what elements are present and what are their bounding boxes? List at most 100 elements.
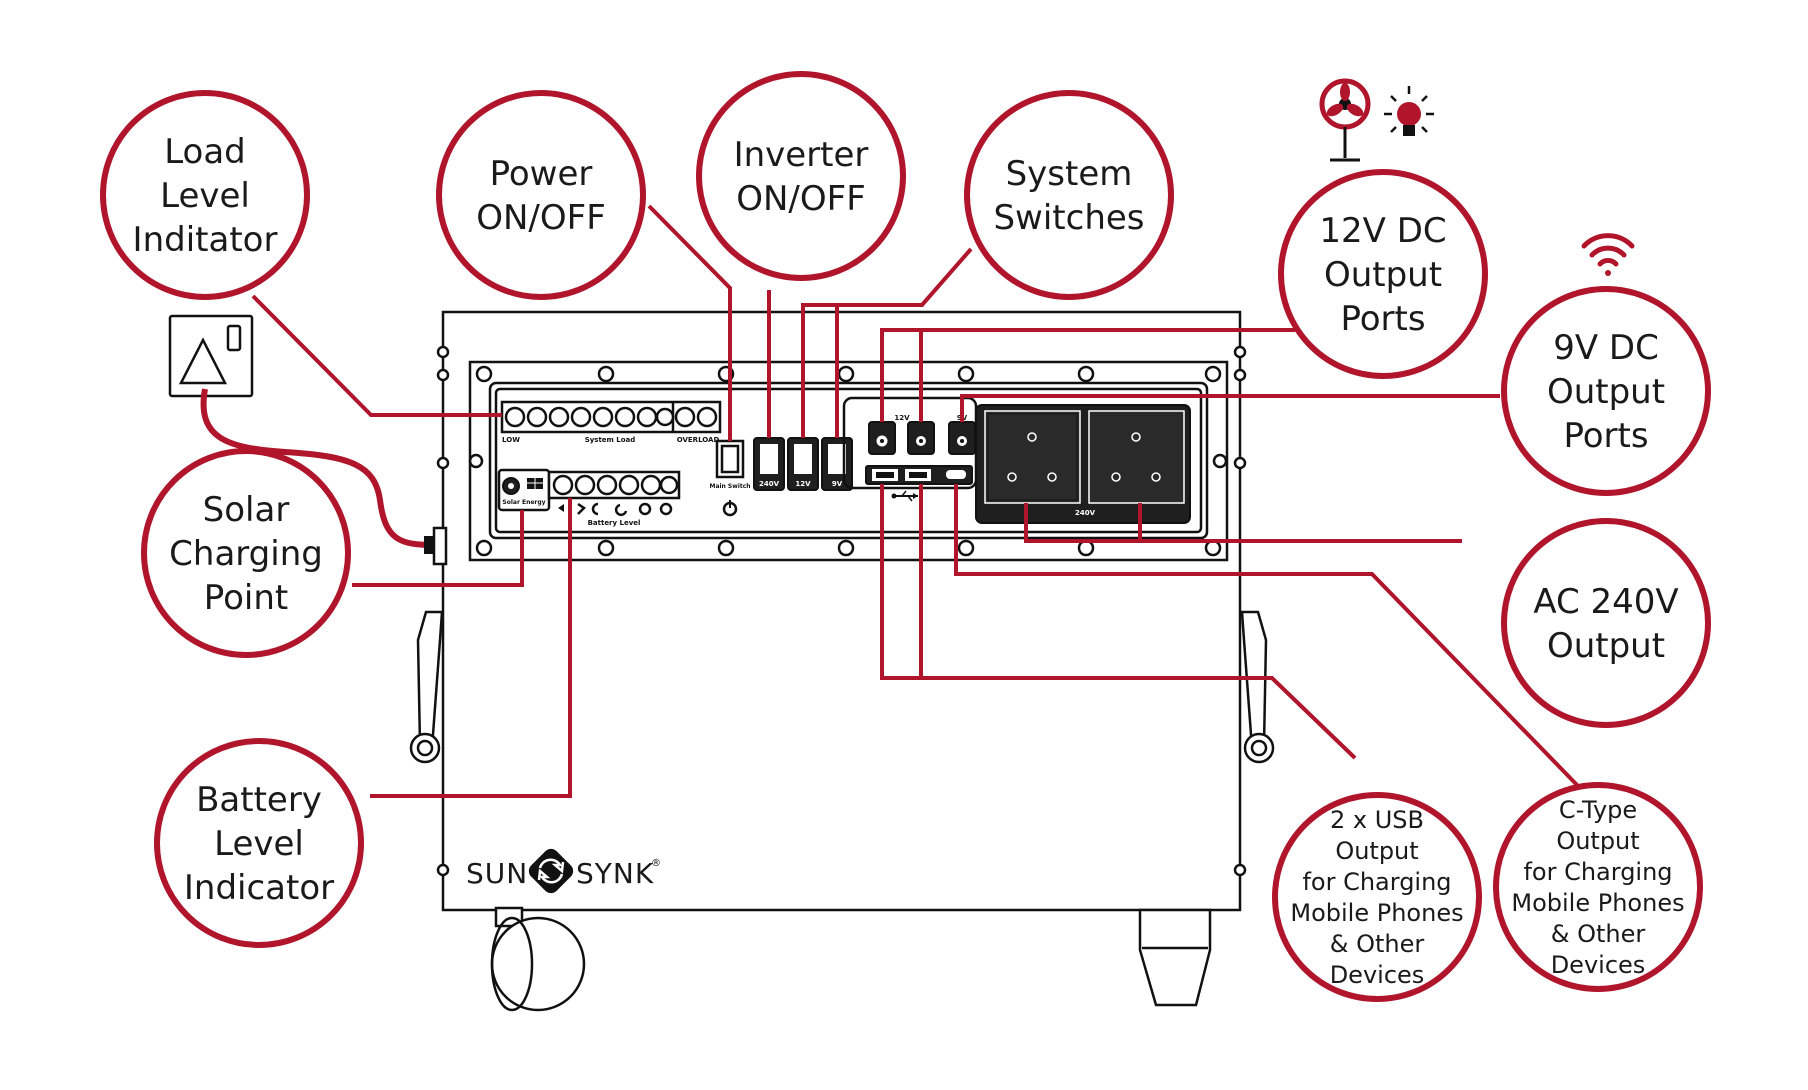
callout-text-line: 12V DC	[1319, 211, 1446, 251]
ac-240v-sockets[interactable]: 240V	[975, 404, 1191, 524]
charging-cable	[200, 388, 435, 548]
callout-text-line: 9V DC	[1553, 328, 1659, 368]
callout-text-line: 2 x USB	[1330, 806, 1424, 834]
right-foot	[1138, 908, 1212, 1007]
leader-lines	[251, 204, 1580, 798]
callout-ring	[1493, 782, 1703, 992]
callout-text-line: Load	[164, 132, 246, 172]
usb-icon	[891, 490, 918, 502]
lead-load-level	[251, 294, 502, 417]
load-level-bar: LOW System Load OVERLOAD	[500, 400, 722, 444]
callout-text-line: Output	[1547, 626, 1665, 666]
label-system-load: System Load	[585, 436, 636, 444]
brand-left: SUN	[466, 857, 528, 890]
label-low: LOW	[502, 436, 520, 444]
callout-text-line: Point	[204, 578, 288, 618]
usb-ports[interactable]	[865, 465, 973, 502]
callout-text-line: Devices	[1551, 951, 1646, 979]
callout-text-line: Level	[214, 824, 304, 864]
label-sw-9v: 9V	[832, 480, 843, 488]
callout-text-line: Indicator	[184, 868, 334, 908]
rocker-switch-240v[interactable]: 240V	[753, 437, 785, 491]
solar-panel-icon	[527, 478, 543, 489]
callout-text-line: for Charging	[1523, 858, 1672, 886]
rocker-switch-9v[interactable]: 9V	[821, 437, 853, 491]
lead-switches-12v	[801, 247, 973, 438]
left-wheel	[490, 906, 586, 1012]
label-sw-12v: 12V	[795, 480, 811, 488]
callout-ring	[1272, 792, 1482, 1002]
brand-right: SYNK	[576, 857, 654, 890]
callout-text-line: Inverter	[734, 135, 869, 175]
lead-dc12-a	[880, 328, 1295, 422]
label-battery-level: Battery Level	[588, 519, 641, 527]
callout-text-line: Ports	[1563, 416, 1648, 456]
callout-text-line: for Charging	[1302, 868, 1451, 896]
callout-ring	[141, 448, 351, 658]
callout-text-line: Power	[490, 154, 593, 194]
brand-logo: SUN SYNK ®	[466, 848, 661, 894]
callout-text-line: Charging	[169, 534, 323, 574]
callout-ring	[964, 90, 1174, 300]
lead-usb-a	[880, 484, 1357, 760]
callout-text-line: Mobile Phones	[1511, 889, 1684, 917]
callout-text-line: Inditator	[133, 220, 278, 260]
callout-ring	[1501, 518, 1711, 728]
callout-ring	[154, 738, 364, 948]
lead-ac-a	[1024, 503, 1462, 543]
callout-ring	[436, 90, 646, 300]
label-socket-240v: 240V	[1075, 509, 1096, 517]
plug-icon	[424, 536, 434, 554]
case-bolts	[436, 345, 1247, 877]
battery-level-bar: Battery Level	[547, 470, 681, 527]
lead-ctype	[954, 484, 1580, 788]
left-handle	[409, 610, 444, 764]
callout-text-line: Output	[1556, 827, 1639, 855]
callout-ring	[100, 90, 310, 300]
callout-text-line: C-Type	[1559, 796, 1637, 824]
callout-ring	[1278, 169, 1488, 379]
charging-inlet	[432, 526, 448, 566]
callout-text-line: & Other	[1551, 920, 1646, 948]
label-solar-energy: Solar Energy	[502, 499, 545, 506]
label-overload: OVERLOAD	[677, 436, 720, 444]
label-sw-240v: 240V	[759, 480, 780, 488]
label-main-switch: Main Switch	[709, 483, 750, 490]
wifi-icon	[1581, 233, 1635, 276]
callout-text-line: ON/OFF	[736, 179, 866, 219]
rocker-switch-12v[interactable]: 12V	[787, 437, 819, 491]
lead-battery	[370, 498, 572, 798]
callout-text-line: System	[1006, 154, 1133, 194]
plate-bolts	[468, 365, 1228, 557]
solar-input[interactable]: Solar Energy	[497, 468, 551, 512]
callout-text-line: Battery	[196, 780, 322, 820]
lead-power	[647, 204, 732, 441]
callout-text-line: Output	[1335, 837, 1418, 865]
fan-icon	[1319, 78, 1371, 162]
lead-dc9	[960, 394, 1500, 422]
callout-text-line: Output	[1547, 372, 1665, 412]
callout-ring	[696, 71, 906, 281]
right-handle	[1240, 610, 1275, 764]
callout-text-line: & Other	[1330, 930, 1425, 958]
callout-text-line: Devices	[1330, 961, 1425, 989]
callout-text-line: Level	[160, 176, 250, 216]
wall-socket-icon	[168, 314, 254, 398]
brand-mark: ®	[651, 858, 661, 869]
light-bulb-icon	[1384, 86, 1434, 136]
callout-text-line: Ports	[1340, 299, 1425, 339]
callout-text-line: Solar	[203, 490, 290, 530]
callout-text-line: Mobile Phones	[1290, 899, 1463, 927]
